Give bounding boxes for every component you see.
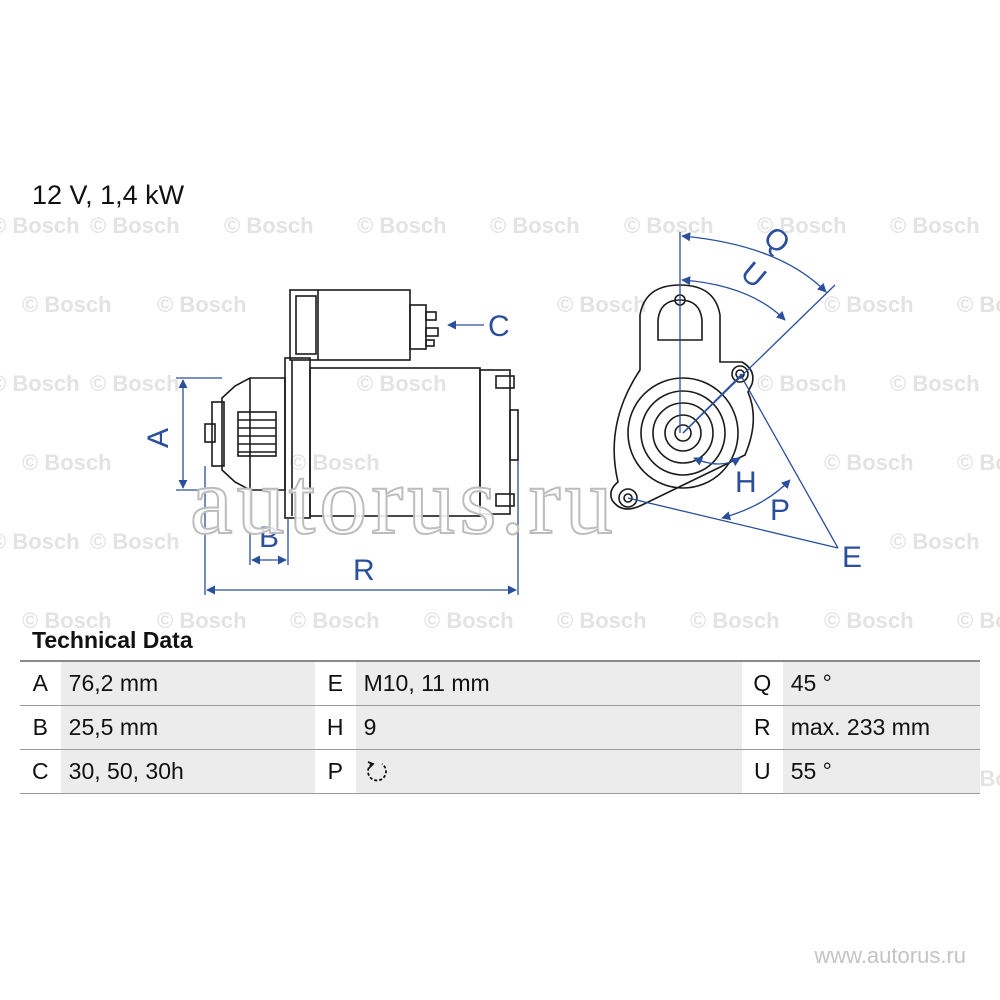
spec-value: 30, 50, 30h [60,749,315,794]
technical-data-heading: Technical Data [32,627,193,653]
spec-key: H [314,705,356,750]
spec-key: R [742,705,783,750]
spec-value: M10, 11 mm [355,660,743,706]
dimension-label-a: A [142,428,175,448]
spec-value: 76,2 mm [60,660,315,706]
table-row: B 25,5 mm H 9 R max. 233 mm [20,705,980,750]
dimension-label-b: B [259,521,279,554]
rotation-counterclockwise-icon [366,761,387,782]
table-row: A 76,2 mm E M10, 11 mm Q 45 ° [20,660,980,706]
pinion-gear [237,411,277,457]
drive-nose [221,377,286,491]
front-view-dimensions [627,232,839,549]
technical-data-table: A 76,2 mm E M10, 11 mm Q 45 ° B 25,5 mm … [20,660,980,794]
spec-key: A [20,660,61,706]
spec-value: 9 [355,705,743,750]
spec-key: C [20,749,61,794]
solenoid-body [289,289,411,361]
table-row: C 30, 50, 30h P U 55 ° [20,749,980,794]
dimension-label-c: C [488,310,510,343]
front-view [610,284,755,510]
side-view-dimensions [176,320,519,595]
dimension-label-p: P [770,494,790,527]
mounting-flange [284,357,311,519]
product-title: 12 V, 1,4 kW [32,180,185,210]
dimension-label-e: E [842,541,862,574]
spec-value: 25,5 mm [60,705,315,750]
spec-value-rotation [355,749,743,794]
dimension-label-h: H [735,466,757,499]
starter-motor-diagram: A B C R Q U H P E [142,220,862,595]
dimension-label-r: R [353,554,375,587]
spec-key: E [314,660,356,706]
spec-key: P [314,749,356,794]
spec-key: U [742,749,783,794]
housing-ring [627,377,739,489]
dimension-label-q: Q [757,220,796,260]
spec-value: max. 233 mm [782,705,980,750]
motor-body [309,367,481,517]
spec-value: 55 ° [782,749,980,794]
footer-url: www.autorus.ru [814,943,966,968]
spec-key: B [20,705,61,750]
spec-value: 45 ° [782,660,980,706]
dimension-label-u: U [734,256,772,295]
side-view [204,289,519,519]
spec-key: Q [742,660,783,706]
